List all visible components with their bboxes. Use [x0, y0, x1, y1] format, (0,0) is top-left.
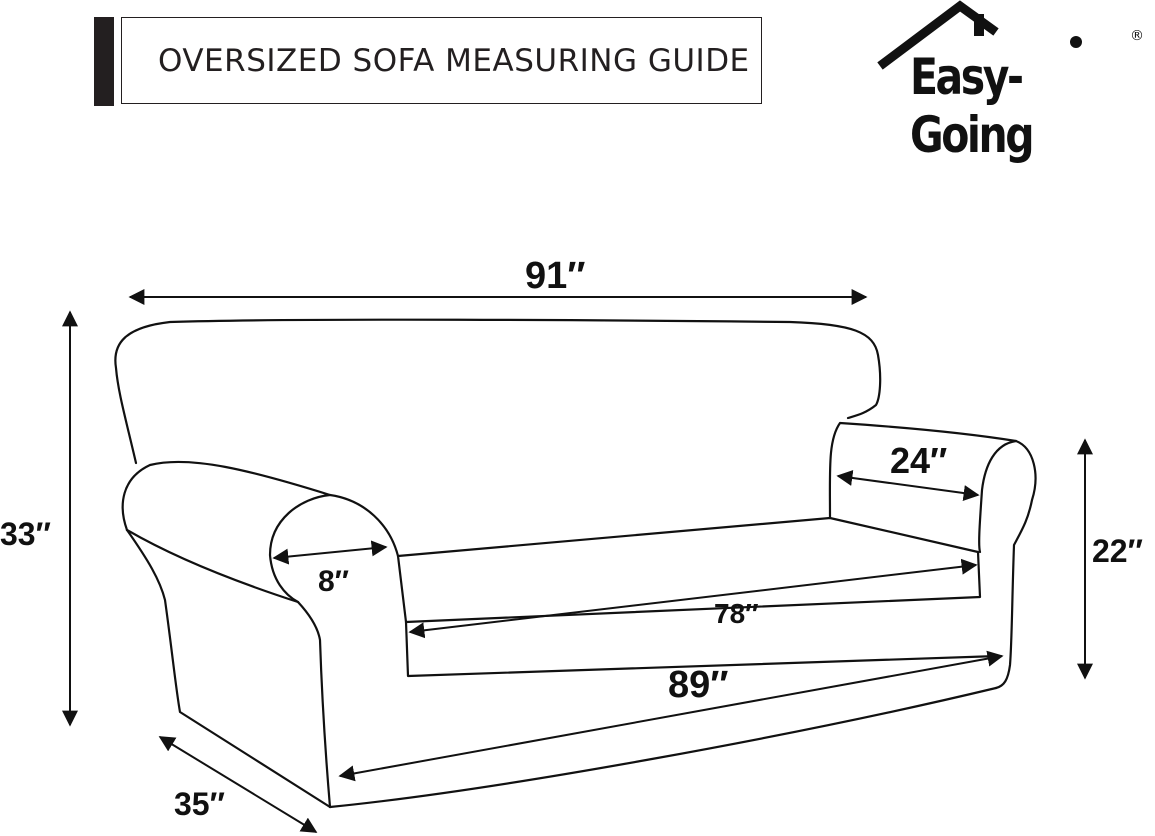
arrow-arm-width [272, 540, 388, 565]
arrow-arm-depth [836, 470, 980, 501]
label-arm-height: 22″ [1092, 533, 1143, 569]
title-accent-bar [94, 17, 114, 106]
sofa-seat [396, 516, 982, 624]
arrow-depth [158, 736, 318, 833]
page-title: OVERSIZED SOFA MEASURING GUIDE [158, 42, 750, 79]
label-seat-width: 78″ [714, 598, 759, 629]
label-overall-width: 91″ [525, 255, 586, 297]
label-base-width: 89″ [668, 664, 729, 706]
sofa-right-arm [828, 421, 1037, 690]
label-depth: 35″ [174, 786, 225, 822]
arrow-base-width [338, 650, 1004, 782]
registered-mark: ® [1130, 28, 1144, 44]
title-box: OVERSIZED SOFA MEASURING GUIDE [121, 17, 762, 104]
brand-logo: ® Easy-Going [876, 0, 1146, 164]
brand-name: Easy-Going [910, 48, 1035, 164]
label-arm-width: 8″ [318, 565, 350, 598]
dimension-arrows [62, 289, 1093, 833]
sofa-base [328, 686, 998, 809]
label-overall-height: 33″ [0, 516, 51, 552]
sofa-back [114, 318, 882, 465]
arrow-seat-width [408, 558, 978, 639]
house-icon: ® [877, 0, 1144, 70]
label-arm-depth: 24″ [890, 440, 948, 481]
sofa-left-arm [121, 460, 400, 558]
